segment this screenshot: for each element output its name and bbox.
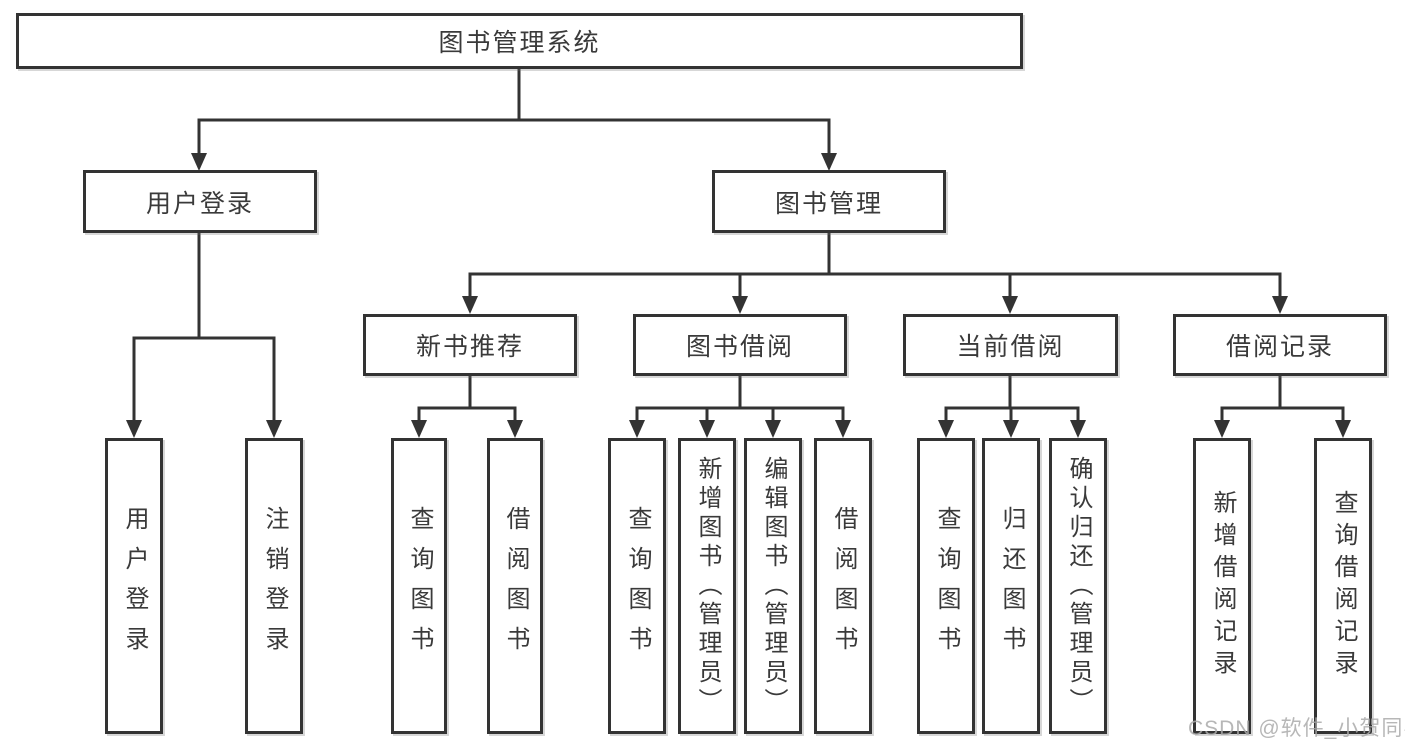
node-root-system: 图书管理系统 <box>16 13 1023 69</box>
leaf-user-login-label: 用户登录 <box>121 506 148 666</box>
leaf-confirm-return-admin: 确认归还（管理员） <box>1049 438 1107 734</box>
leaf-newbooks-query-books-label: 查询图书 <box>406 506 433 666</box>
leaf-edit-books-admin: 编辑图书（管理员） <box>744 438 802 734</box>
leaf-add-books-admin-label: 新增图书（管理员） <box>694 455 721 717</box>
leaf-return-books-label: 归还图书 <box>998 506 1025 666</box>
node-root-system-label: 图书管理系统 <box>438 29 601 57</box>
leaf-query-borrow-record: 查询借阅记录 <box>1314 438 1372 734</box>
node-user-login-label: 用户登录 <box>145 189 254 218</box>
leaf-newbooks-query-books: 查询图书 <box>391 438 447 734</box>
node-current-borrow-label: 当前借阅 <box>956 333 1065 361</box>
csdn-watermark: CSDN @软件_小贺同学 <box>1188 717 1405 740</box>
leaf-return-books: 归还图书 <box>982 438 1040 734</box>
leaf-logout-label: 注销登录 <box>261 506 288 666</box>
leaf-query-borrow-record-label: 查询借阅记录 <box>1330 490 1357 682</box>
leaf-add-books-admin: 新增图书（管理员） <box>678 438 736 734</box>
leaf-current-query-books-label: 查询图书 <box>933 506 960 666</box>
node-user-login: 用户登录 <box>83 170 317 233</box>
leaf-user-login: 用户登录 <box>105 438 163 734</box>
leaf-add-borrow-record-label: 新增借阅记录 <box>1209 490 1236 682</box>
node-new-book-recommend-label: 新书推荐 <box>415 333 524 361</box>
leaf-borrow-query-books: 查询图书 <box>608 438 666 734</box>
leaf-logout: 注销登录 <box>245 438 303 734</box>
node-new-book-recommend: 新书推荐 <box>363 314 577 376</box>
leaf-add-borrow-record: 新增借阅记录 <box>1193 438 1251 734</box>
node-book-management-label: 图书管理 <box>774 189 883 218</box>
node-book-borrow: 图书借阅 <box>633 314 847 376</box>
leaf-newbooks-borrow-books-label: 借阅图书 <box>502 506 529 666</box>
leaf-borrow-books-label: 借阅图书 <box>830 506 857 666</box>
node-book-management: 图书管理 <box>712 170 946 233</box>
node-borrow-records: 借阅记录 <box>1173 314 1387 376</box>
leaf-edit-books-admin-label: 编辑图书（管理员） <box>760 455 787 717</box>
leaf-confirm-return-admin-label: 确认归还（管理员） <box>1065 455 1092 717</box>
node-borrow-records-label: 借阅记录 <box>1225 333 1334 361</box>
leaf-newbooks-borrow-books: 借阅图书 <box>487 438 543 734</box>
node-book-borrow-label: 图书借阅 <box>685 333 794 361</box>
leaf-borrow-books: 借阅图书 <box>814 438 872 734</box>
leaf-current-query-books: 查询图书 <box>917 438 975 734</box>
leaf-borrow-query-books-label: 查询图书 <box>624 506 651 666</box>
node-current-borrow: 当前借阅 <box>903 314 1118 376</box>
